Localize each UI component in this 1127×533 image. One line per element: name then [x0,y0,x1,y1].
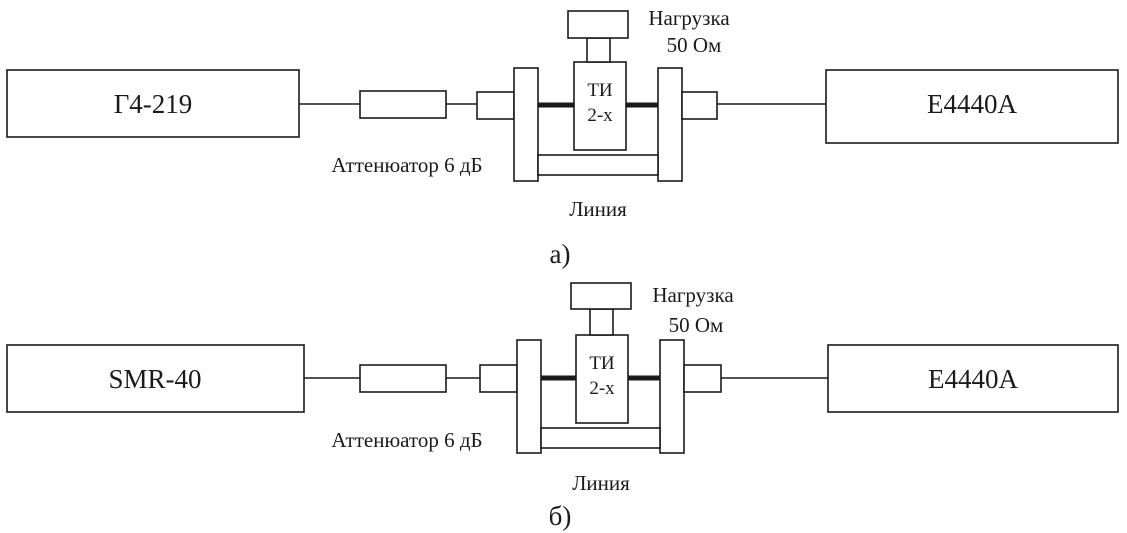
receiver-device-label: E4440A [928,364,1018,394]
line-label: Линия [569,197,627,221]
right-connector [681,91,718,120]
left-connector [476,91,515,120]
test-fixture-box [573,61,627,151]
fixture-right-plate [659,339,685,454]
source-device-box [6,69,300,138]
fixture-left-plate [513,67,539,182]
load-label-2: 50 Ом [669,313,724,337]
load-cap [567,10,629,39]
caption-a: а) [550,239,571,269]
source-device-label: Г4-219 [114,89,193,119]
attenuator-body [359,364,447,393]
receiver-device-box [827,344,1119,413]
load-label-1: Нагрузка [648,6,730,30]
load-label-2: 50 Ом [667,33,722,57]
fixture-left-plate [516,339,542,454]
fixture-label-1: ТИ [589,353,615,374]
diagram-a: Г4-219 Аттенюатор 6 дБ Линия ТИ 2-х Нагр… [6,6,1119,269]
right-connector [683,364,722,393]
left-connector [479,364,518,393]
attenuator-label: Аттенюатор 6 дБ [331,428,482,452]
source-device-label: SMR-40 [108,364,201,394]
source-device-box [6,344,305,413]
receiver-device-box [825,69,1119,144]
fixture-label-2: 2-х [587,105,613,126]
load-cap [570,282,632,310]
attenuator-body [359,90,447,119]
receiver-device-label: E4440A [927,89,1017,119]
line-rail [540,427,661,449]
fixture-label-1: ТИ [587,80,613,101]
fixture-label-2: 2-х [589,378,615,399]
load-stem [589,308,614,336]
load-label-1: Нагрузка [652,283,734,307]
caption-b: б) [549,501,572,531]
fixture-right-plate [657,67,683,182]
diagram-b: SMR-40 Аттенюатор 6 дБ Линия ТИ 2-х Нагр… [6,282,1119,531]
line-rail [537,154,659,176]
load-stem [586,37,611,63]
line-label: Линия [572,471,630,495]
attenuator-label: Аттенюатор 6 дБ [331,153,482,177]
